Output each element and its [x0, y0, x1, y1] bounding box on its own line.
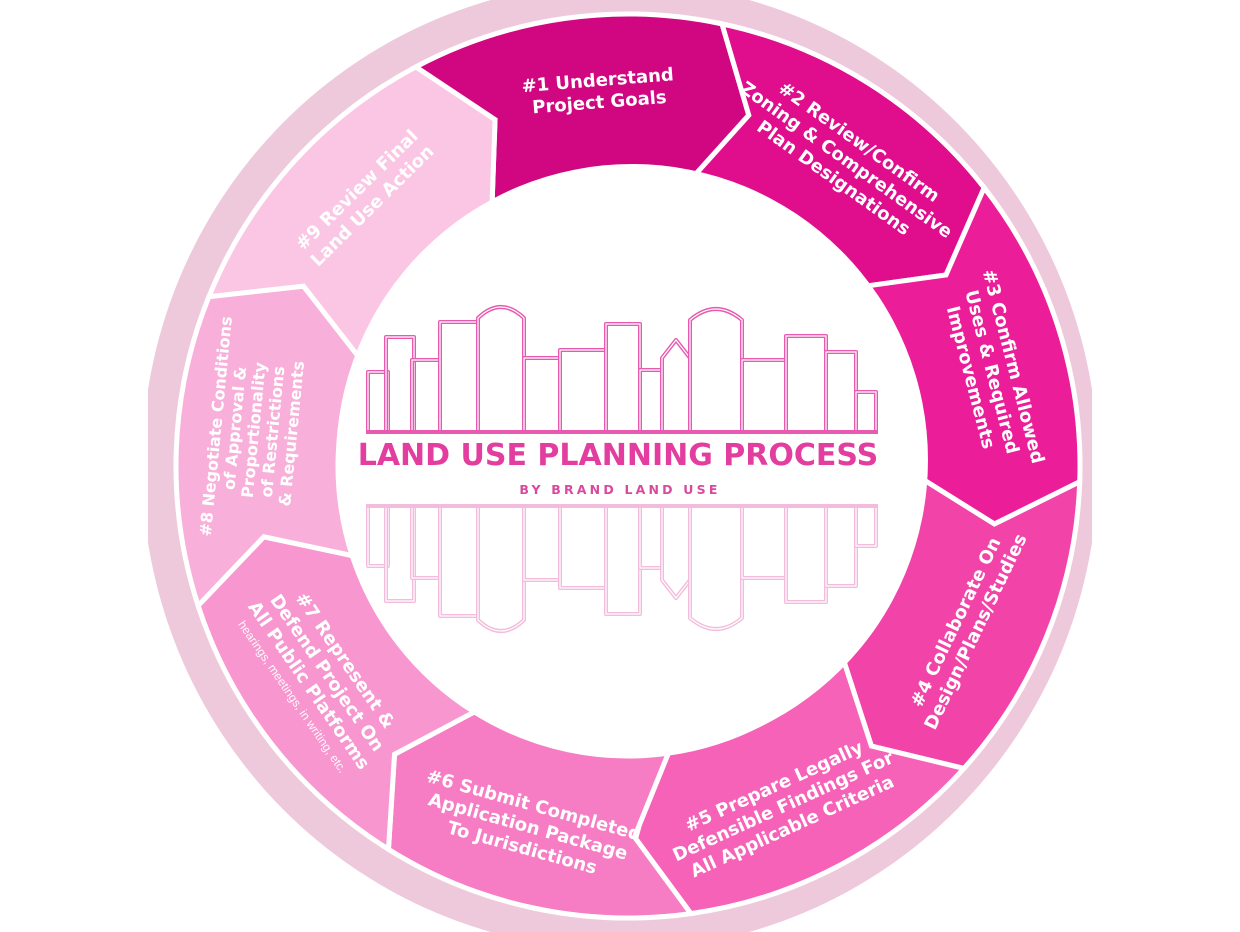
skyline-building-inline — [689, 308, 743, 432]
skyline-reflection-illustration — [366, 504, 878, 633]
skyline-building-inline — [477, 506, 525, 632]
diagram-subtitle: BY BRAND LAND USE — [519, 482, 720, 497]
skyline-building-inline — [855, 506, 877, 547]
skyline-building-inline — [477, 306, 525, 432]
center-logo: LAND USE PLANNING PROCESS BY BRAND LAND … — [358, 305, 879, 633]
skyline-building-inline — [855, 391, 877, 432]
diagram-title: LAND USE PLANNING PROCESS — [358, 438, 879, 473]
skyline-building-inline — [689, 506, 743, 630]
process-steps — [173, 11, 1083, 921]
skyline-illustration — [366, 305, 878, 434]
